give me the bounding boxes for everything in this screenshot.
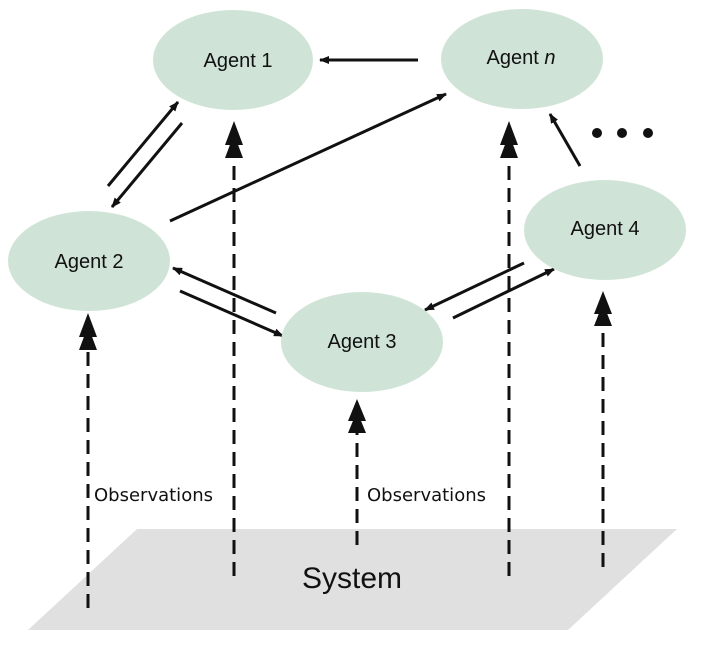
edge-agent-3-to-agent-2 [172, 266, 277, 315]
agent-3-label: Agent 3 [328, 331, 397, 353]
edge-agent-2-to-agent-n [169, 92, 447, 223]
ellipsis-dot [617, 128, 627, 138]
observations-label-background [92, 485, 215, 506]
agent-n-label: Agent n [487, 47, 556, 69]
observation-arrowhead-agent-2 [79, 313, 97, 350]
observation-arrowhead-agent-n [500, 121, 518, 158]
system-label: System [302, 562, 402, 595]
observation-lines [86, 155, 605, 608]
agent-3-node [281, 292, 443, 392]
interaction-edges [106, 56, 582, 338]
edge-agent-4-to-agent-n [548, 113, 582, 167]
agent-2-node [8, 211, 170, 311]
observations-label-right: Observations [367, 485, 486, 506]
edge-agent-1-to-agent-2 [110, 122, 184, 208]
observation-arrowhead-agent-4 [594, 291, 612, 326]
agent-n: Agent n [441, 9, 603, 109]
agent-2-label: Agent 2 [55, 251, 124, 273]
edge-agent-3-to-agent-4 [452, 267, 555, 320]
agent-1: Agent 1 [153, 10, 313, 110]
agent-4: Agent 4 [524, 180, 686, 280]
agent-1-node [153, 10, 313, 110]
observations-label-background [365, 485, 488, 506]
edge-agent-2-to-agent-3 [179, 289, 284, 338]
edge-agent-4-to-agent-3 [424, 261, 525, 312]
observation-arrowhead-agent-3 [348, 399, 366, 433]
more-agents-ellipsis-icon [592, 128, 653, 138]
agent-n-label-suffix: n [544, 47, 555, 69]
edge-agent-2-to-agent-1 [106, 101, 180, 187]
observations-label-left: Observations [94, 485, 213, 506]
ellipsis-dot [592, 128, 602, 138]
agent-4-label: Agent 4 [571, 218, 640, 240]
agent-4-node [524, 180, 686, 280]
observation-arrowheads [79, 121, 612, 433]
system-plane [28, 529, 677, 630]
observation-arrowhead-agent-1 [225, 121, 243, 158]
agent-3: Agent 3 [281, 292, 443, 392]
agent-1-label: Agent 1 [204, 50, 273, 72]
agent-2: Agent 2 [8, 211, 170, 311]
ellipsis-dot [643, 128, 653, 138]
agent-n-label-prefix: Agent [487, 47, 545, 69]
agent-n-node [441, 9, 603, 109]
